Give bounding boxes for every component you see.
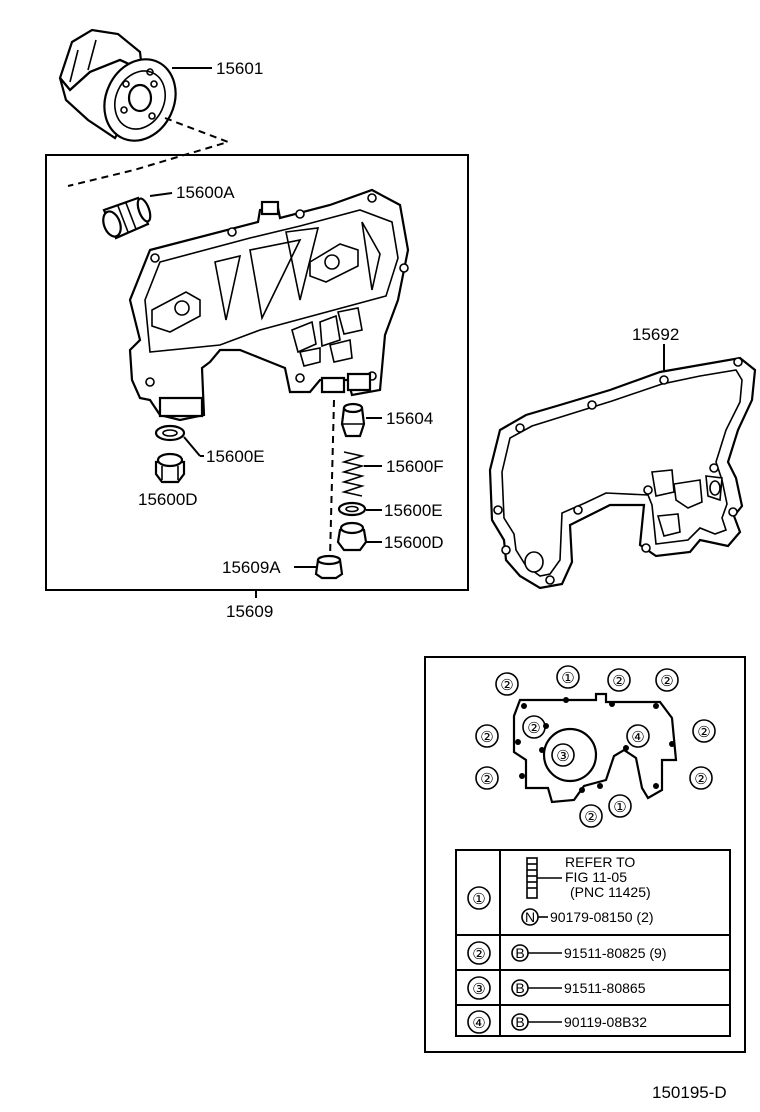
valve-15604-illustration bbox=[340, 402, 366, 438]
oil-filter-illustration bbox=[58, 28, 177, 142]
bolt-position-markers: ② ① ② ② ② ② ② ② ② ③ ④ ② ① bbox=[475, 665, 716, 828]
legend-key-2: ② bbox=[472, 946, 485, 963]
marker-top-4: ② bbox=[660, 673, 673, 690]
spring-15600F-illustration bbox=[341, 451, 365, 497]
bolt-stud-icon bbox=[526, 857, 562, 899]
bolt-detail-frame bbox=[424, 656, 746, 1053]
legend-part-2: 91511-80825 (9) bbox=[564, 945, 666, 961]
marker-inner-2: ③ bbox=[556, 748, 569, 765]
label-15609: 15609 bbox=[226, 602, 273, 621]
marker-inner-3: ④ bbox=[631, 729, 644, 746]
legend-key-4: ④ bbox=[472, 1015, 485, 1032]
gasket-illustration bbox=[488, 356, 757, 590]
legend-key-3: ③ bbox=[472, 981, 485, 998]
marker-left-2: ② bbox=[480, 771, 493, 788]
legend-part-4: 90119-08B32 bbox=[564, 1014, 647, 1030]
washer-15600E-right-illustration bbox=[337, 501, 367, 517]
relief-valve-illustration bbox=[102, 196, 152, 240]
legend-key-1: ① bbox=[472, 891, 485, 908]
legend-refer: REFER TO bbox=[565, 854, 635, 870]
marker-bottom-1: ② bbox=[584, 809, 597, 826]
footer-code: 150195-D bbox=[652, 1083, 727, 1102]
marker-top-3: ② bbox=[612, 673, 625, 690]
marker-inner-1: ② bbox=[527, 720, 540, 737]
cover-plate-illustration bbox=[512, 692, 678, 804]
label-15609A: 15609A bbox=[222, 558, 281, 577]
label-15601: 15601 bbox=[216, 59, 263, 78]
marker-right-2: ② bbox=[694, 771, 707, 788]
marker-left-1: ② bbox=[480, 729, 493, 746]
left-plug-illustration bbox=[154, 452, 186, 484]
bolt-legend-table: ① REFER TO FIG 11-05 (PNC 11425) N 90179… bbox=[455, 849, 731, 1037]
marker-top-2: ① bbox=[561, 670, 574, 687]
legend-part-1: 90179-08150 (2) bbox=[550, 909, 654, 925]
label-15600F: 15600F bbox=[386, 457, 444, 476]
label-15600E-right: 15600E bbox=[384, 501, 443, 520]
label-15600D-left: 15600D bbox=[138, 490, 198, 509]
left-washer-illustration bbox=[154, 424, 186, 442]
label-15600D-right: 15600D bbox=[384, 533, 444, 552]
marker-bottom-2: ① bbox=[613, 799, 626, 816]
legend-marker-b-4: B bbox=[515, 1014, 524, 1030]
legend-marker-n: N bbox=[525, 909, 535, 925]
label-15692: 15692 bbox=[632, 325, 679, 344]
legend-marker-b-2: B bbox=[515, 945, 524, 961]
pump-body-illustration bbox=[128, 188, 410, 422]
legend-fig: FIG 11-05 bbox=[565, 869, 627, 885]
label-15600E-left: 15600E bbox=[206, 447, 265, 466]
legend-marker-b-3: B bbox=[515, 980, 524, 996]
label-15600A: 15600A bbox=[176, 183, 235, 202]
plug-15609A-illustration bbox=[314, 554, 344, 580]
label-15604: 15604 bbox=[386, 409, 433, 428]
marker-right-1: ② bbox=[697, 724, 710, 741]
legend-part-3: 91511-80865 bbox=[564, 980, 646, 996]
marker-top-1: ② bbox=[500, 677, 513, 694]
legend-pnc: (PNC 11425) bbox=[570, 884, 651, 900]
plug-15600D-right-illustration bbox=[336, 521, 368, 552]
